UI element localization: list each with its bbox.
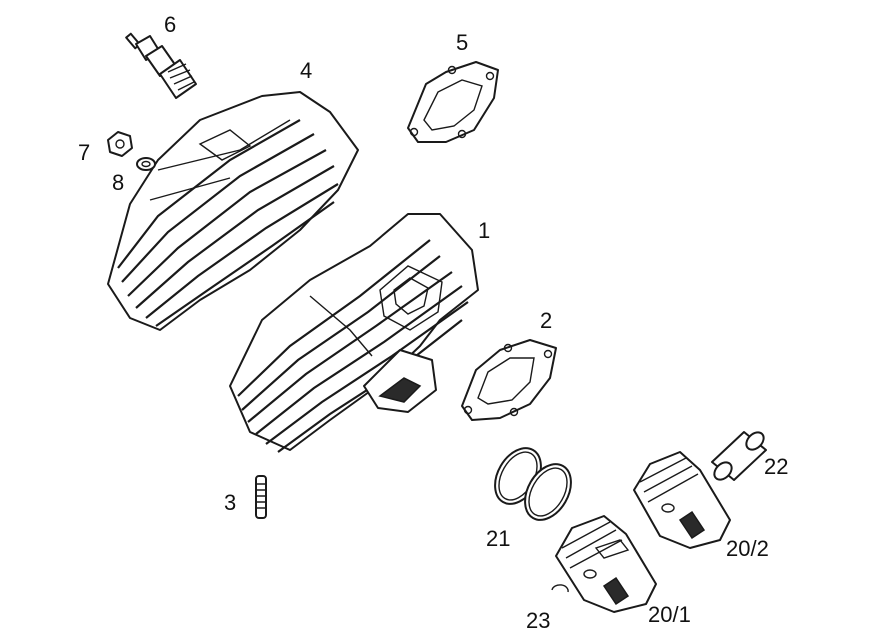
piston-rings (494, 447, 572, 521)
callout-5: 5 (456, 30, 468, 55)
callout-20-2: 20/2 (726, 536, 769, 561)
callout-3: 3 (224, 490, 236, 515)
callout-23: 23 (526, 608, 550, 633)
callout-1: 1 (478, 218, 490, 243)
cylinder-head (107, 91, 359, 331)
base-gasket (461, 339, 557, 421)
washer (136, 157, 156, 171)
circlip (551, 584, 569, 593)
nut (107, 131, 133, 157)
callout-21: 21 (486, 526, 510, 551)
cylinder (229, 213, 479, 453)
piston-20-1 (555, 515, 657, 613)
piston-20-2 (633, 451, 731, 549)
callout-4: 4 (300, 58, 312, 83)
head-gasket (407, 61, 499, 143)
spark-plug (125, 32, 197, 99)
stud (255, 475, 267, 519)
callout-7: 7 (78, 140, 90, 165)
callout-6: 6 (164, 12, 176, 37)
callout-8: 8 (112, 170, 124, 195)
piston-pin (711, 431, 767, 481)
callout-2: 2 (540, 308, 552, 333)
callout-20-1: 20/1 (648, 602, 691, 627)
callout-22: 22 (764, 454, 788, 479)
